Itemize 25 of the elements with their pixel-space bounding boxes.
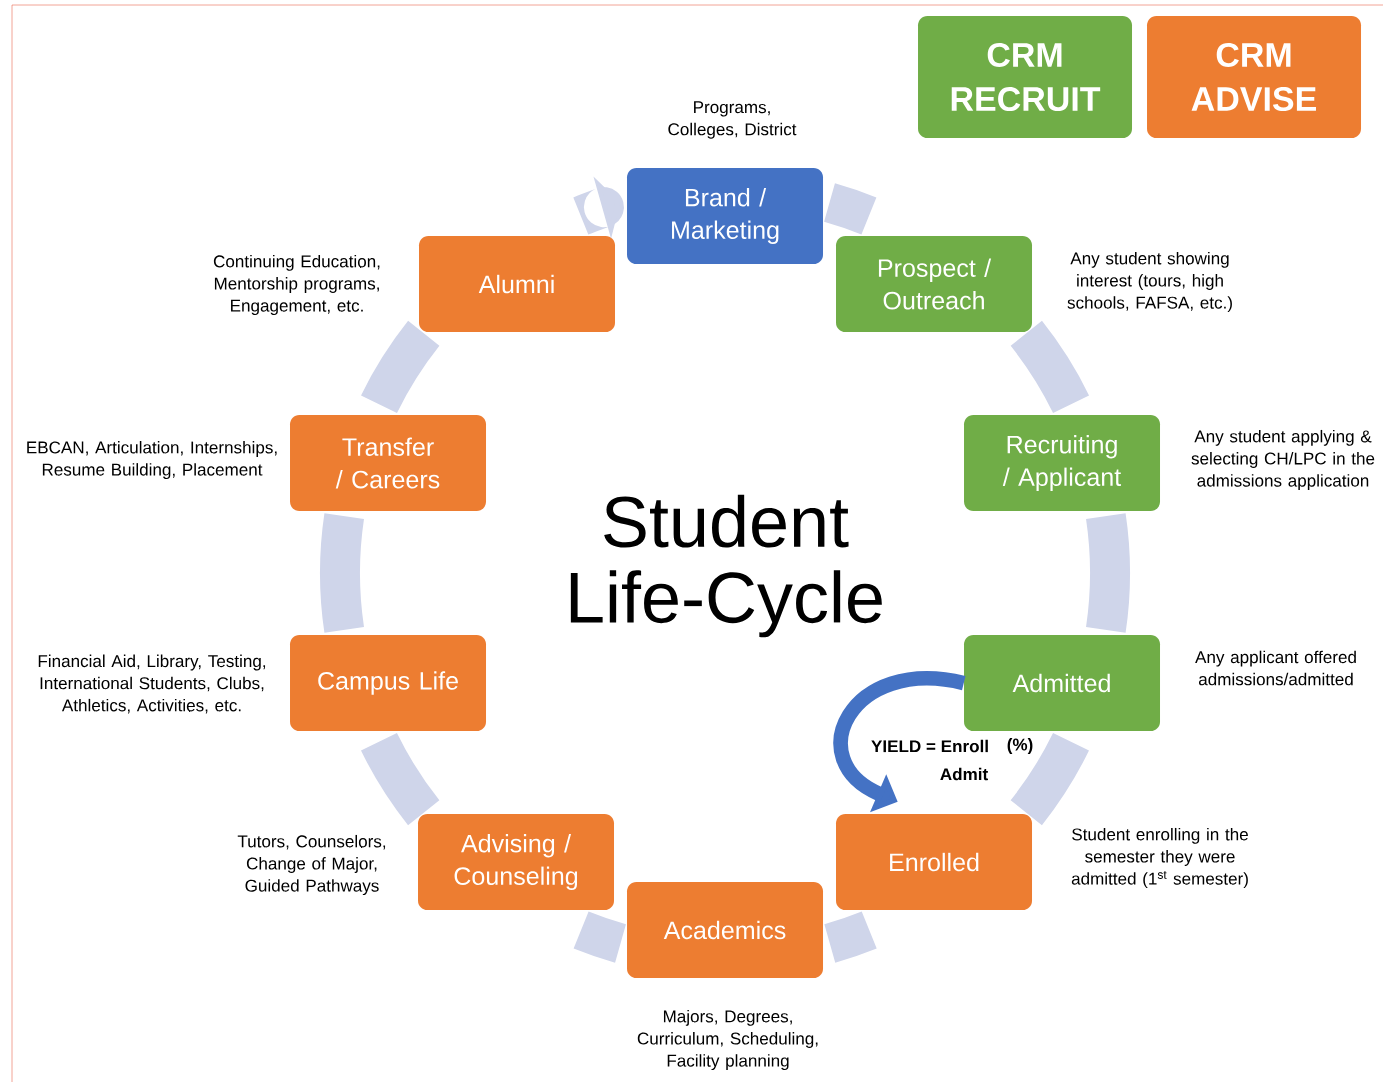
stage-box: Recruiting / Applicant — [964, 415, 1160, 511]
annotation: Tutors, Counselors, Change of Major, Guided Pathways — [237, 834, 386, 896]
stage-box: Prospect / Outreach — [836, 236, 1032, 332]
annotation: EBCAN, Articulation, Internships, Resume Building, Placement — [27, 441, 277, 479]
annotation: Financial Aid, Library, Testing, International Students, Clubs, Athletics, Activities, etc. — [38, 654, 266, 714]
stage-box: Admitted — [964, 635, 1160, 731]
annotation: Any applicant offered admissions/admitted — [1195, 650, 1356, 686]
stage-box: Academics — [627, 882, 823, 978]
annotation: Any student applying & selecting CH/LPC in the admissions application — [1191, 429, 1375, 491]
stage-box: Advising / Counseling — [418, 814, 614, 910]
annotation: Student enrolling in the semester they were admitted (1$^{st}$ semester) — [1071, 827, 1248, 889]
formula-text: YIELD = Enroll — [871, 739, 988, 753]
stage-box: Transfer / Careers — [290, 415, 486, 511]
annotation: Majors, Degrees, Curriculum, Scheduling, Facility planning — [637, 1009, 818, 1071]
formula-text: Admit — [940, 767, 988, 781]
stage-box: Campus Life — [290, 635, 486, 731]
annotation: Continuing Education, Mentorship programs, Engagement, etc. — [213, 254, 380, 316]
annotation: Programs, Colleges, District — [668, 101, 797, 139]
stage-box: Alumni — [419, 236, 615, 332]
crm-box: CRM ADVISE — [1147, 16, 1361, 138]
annotation: Any student showing interest (tours, high schools, FAFSA, etc.) — [1067, 251, 1232, 313]
stage-box: Brand / Marketing — [627, 168, 823, 264]
crm-box: CRM RECRUIT — [918, 16, 1132, 138]
stage-box: Enrolled — [836, 814, 1032, 910]
title: Student Life-Cycle — [570, 494, 882, 638]
